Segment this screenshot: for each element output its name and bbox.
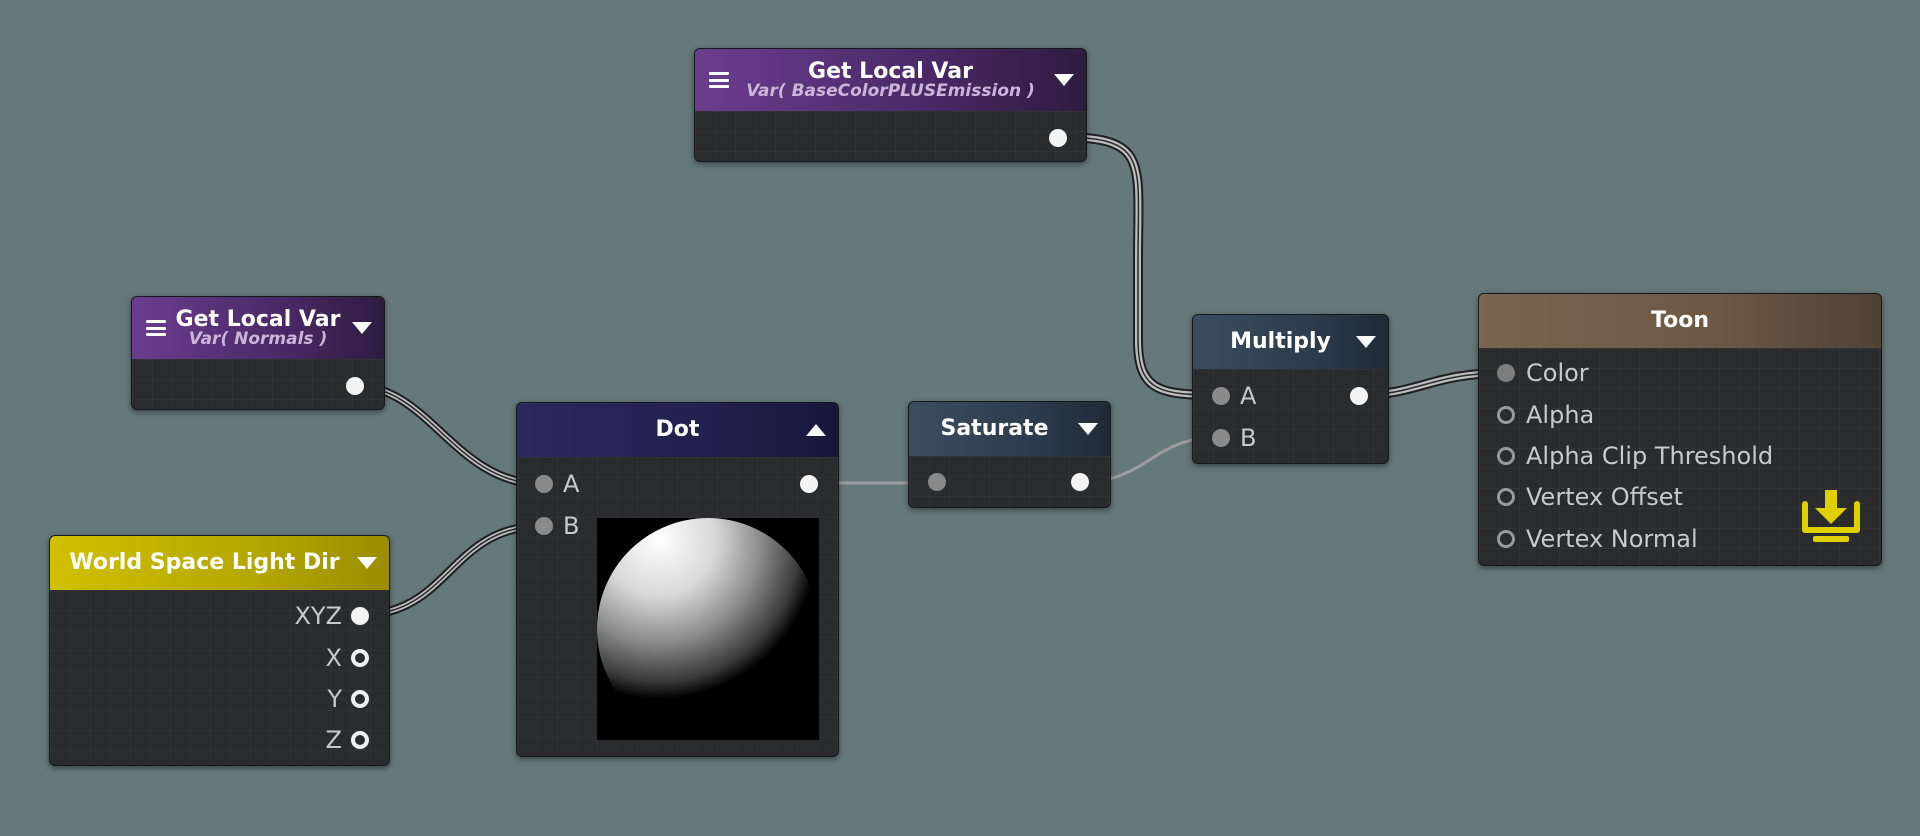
hamburger-icon[interactable] — [146, 320, 166, 336]
node-header[interactable]: Saturate — [909, 402, 1110, 456]
port-label-color: Color — [1526, 359, 1589, 387]
output-port-y[interactable] — [351, 690, 369, 708]
port-label-y: Y — [327, 685, 342, 713]
input-port-vertex-normal[interactable] — [1497, 530, 1515, 548]
wire-basecolor-to-multiply-a[interactable] — [1053, 132, 1226, 400]
input-port-alpha-clip-threshold[interactable] — [1497, 447, 1515, 465]
multiply-node[interactable]: Multiply A B — [1192, 314, 1389, 464]
node-header[interactable]: Get Local Var Var( BaseColorPLUSEmission… — [695, 49, 1086, 111]
port-label-xyz: XYZ — [294, 602, 342, 630]
saturate-node[interactable]: Saturate — [908, 401, 1111, 508]
get-local-var-node-normals[interactable]: Get Local Var Var( Normals ) — [131, 296, 385, 410]
port-label-b: B — [563, 512, 580, 540]
input-port-vertex-offset[interactable] — [1497, 488, 1515, 506]
node-header[interactable]: Multiply — [1193, 315, 1388, 369]
wire-xyz-to-dot-b[interactable] — [355, 521, 547, 620]
port-label-alpha-clip-threshold: Alpha Clip Threshold — [1526, 442, 1774, 470]
node-title: Multiply — [1230, 329, 1331, 355]
port-label-vertex-offset: Vertex Offset — [1526, 483, 1683, 511]
preview-sphere — [597, 518, 819, 740]
port-label-a: A — [1240, 382, 1257, 410]
triangle-down-icon[interactable] — [352, 322, 372, 334]
node-title: Dot — [655, 417, 700, 443]
node-header[interactable]: Toon — [1479, 294, 1881, 348]
input-port-color[interactable] — [1497, 364, 1515, 382]
input-port[interactable] — [928, 473, 946, 491]
node-title: Get Local Var — [808, 58, 973, 84]
triangle-down-icon[interactable] — [357, 557, 377, 569]
node-header[interactable]: World Space Light Dir — [50, 536, 389, 590]
triangle-down-icon[interactable] — [1054, 74, 1074, 86]
output-port-xyz[interactable] — [351, 607, 369, 625]
input-port-b[interactable] — [1212, 429, 1230, 447]
download-tray-icon — [1802, 490, 1860, 542]
triangle-up-icon[interactable] — [806, 424, 826, 436]
node-header[interactable]: Dot — [517, 403, 838, 457]
node-title: Get Local Var — [175, 306, 341, 332]
input-port-alpha[interactable] — [1497, 406, 1515, 424]
toon-master-node[interactable]: Toon Color Alpha Alpha Clip Threshold Ve… — [1478, 293, 1882, 566]
world-space-light-dir-node[interactable]: World Space Light Dir XYZ X Y Z — [49, 535, 390, 766]
triangle-down-icon[interactable] — [1078, 423, 1098, 435]
port-label-b: B — [1240, 424, 1257, 452]
output-port-z[interactable] — [351, 731, 369, 749]
node-title: World Space Light Dir — [69, 550, 340, 576]
output-port-x[interactable] — [351, 649, 369, 667]
triangle-down-icon[interactable] — [1356, 336, 1376, 348]
input-port-b[interactable] — [535, 517, 553, 535]
output-port[interactable] — [1350, 387, 1368, 405]
dot-preview-image — [597, 518, 819, 740]
output-port[interactable] — [1049, 129, 1067, 147]
port-label-alpha: Alpha — [1526, 401, 1595, 429]
node-header[interactable]: Get Local Var Var( Normals ) — [132, 297, 384, 359]
get-local-var-node-basecolor[interactable]: Get Local Var Var( BaseColorPLUSEmission… — [694, 48, 1087, 162]
output-port[interactable] — [346, 377, 364, 395]
input-port-a[interactable] — [535, 475, 553, 493]
port-label-z: Z — [325, 726, 342, 754]
output-port[interactable] — [1071, 473, 1089, 491]
hamburger-icon[interactable] — [709, 72, 729, 88]
node-title: Toon — [1651, 308, 1709, 334]
port-label-x: X — [325, 644, 342, 672]
output-port[interactable] — [800, 475, 818, 493]
input-port-a[interactable] — [1212, 387, 1230, 405]
node-subtitle: Var( BaseColorPLUSEmission ) — [746, 80, 1035, 101]
node-title: Saturate — [940, 416, 1049, 442]
port-label-a: A — [563, 470, 580, 498]
port-label-vertex-normal: Vertex Normal — [1526, 525, 1698, 553]
node-subtitle: Var( Normals ) — [188, 328, 328, 349]
